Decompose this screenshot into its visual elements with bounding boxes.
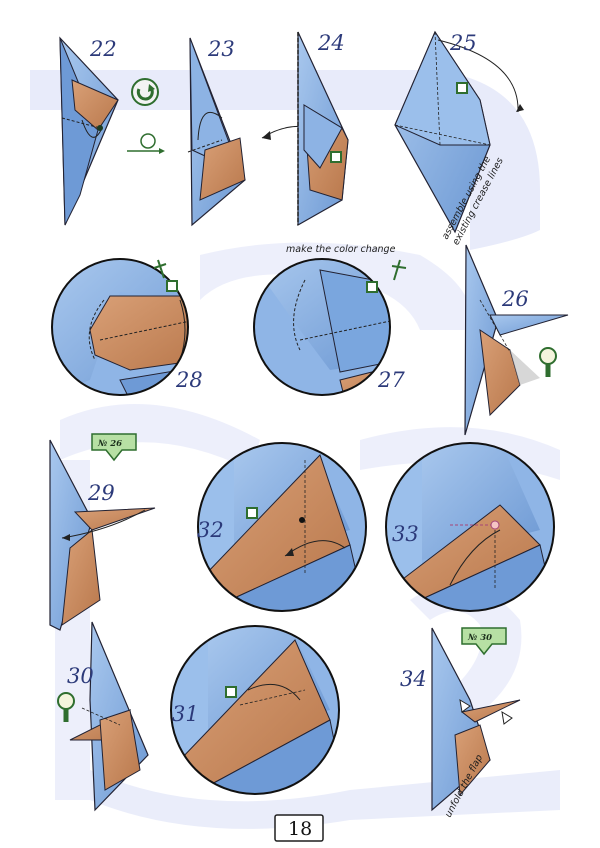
color-change-note: make the color change bbox=[286, 244, 396, 255]
step-24-diagram bbox=[297, 31, 349, 227]
step-26-number: 26 bbox=[501, 287, 529, 311]
step-28-number: 28 bbox=[175, 368, 203, 392]
step-28-detail-view bbox=[51, 258, 189, 396]
push-arrow-symbol bbox=[330, 151, 342, 163]
step-29-diagram bbox=[49, 439, 156, 631]
push-arrow-symbol-27 bbox=[366, 281, 378, 293]
step-31-detail-view bbox=[170, 625, 340, 795]
step-34-diagram bbox=[431, 627, 521, 812]
step-27-number: 27 bbox=[377, 368, 405, 392]
pleat-symbol-27 bbox=[391, 259, 407, 281]
step-24-number: 24 bbox=[317, 31, 345, 55]
reference-26-label: № 26 bbox=[97, 439, 122, 449]
step-30-number: 30 bbox=[67, 664, 94, 688]
push-arrow-symbol-31 bbox=[225, 686, 237, 698]
magnifier-symbol bbox=[539, 347, 557, 377]
push-arrow-symbol-32 bbox=[246, 507, 258, 519]
step-23-number: 23 bbox=[207, 37, 235, 61]
page-number: 18 bbox=[288, 818, 312, 840]
reference-30-badge: № 30 bbox=[461, 627, 507, 656]
reference-30-label: № 30 bbox=[467, 633, 492, 643]
step-26-diagram bbox=[464, 244, 569, 436]
rotate-symbol bbox=[131, 78, 159, 106]
step-22-number: 22 bbox=[89, 37, 117, 61]
step-23-diagram bbox=[187, 37, 246, 227]
step-29-number: 29 bbox=[87, 481, 115, 505]
step-30-diagram bbox=[69, 621, 149, 812]
step-32-number: 32 bbox=[197, 518, 224, 542]
magnifier-symbol-30 bbox=[57, 692, 75, 722]
reference-26-badge: № 26 bbox=[91, 433, 137, 462]
step-32-detail-view bbox=[197, 442, 367, 612]
step-31-number: 31 bbox=[172, 702, 199, 726]
step-33-number: 33 bbox=[392, 522, 419, 546]
step-27-detail-view bbox=[253, 258, 391, 396]
page-number-box: 18 bbox=[274, 814, 324, 842]
pleat-symbol bbox=[153, 259, 167, 279]
turn-over-symbol bbox=[127, 133, 165, 154]
push-arrow-symbol-25 bbox=[456, 82, 468, 94]
step-25-number: 25 bbox=[449, 31, 477, 55]
push-arrow-symbol-28 bbox=[166, 280, 178, 292]
step-33-detail-view bbox=[385, 442, 555, 612]
step-34-number: 34 bbox=[400, 667, 427, 691]
step-22-diagram bbox=[59, 36, 119, 226]
